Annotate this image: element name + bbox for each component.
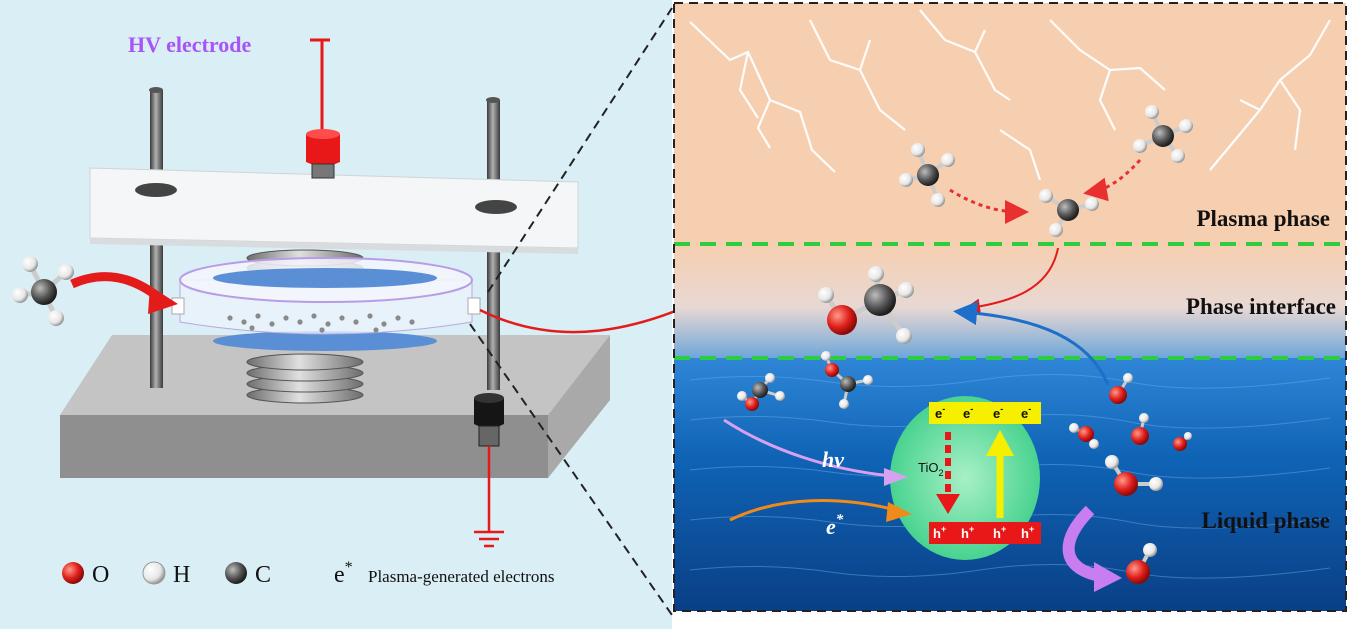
hv-electrode-top [306,129,340,139]
methanol-molecule-interface [818,266,914,344]
methane-molecule-plasma-right [1133,105,1193,163]
hydroxyl-to-interface-arrow [953,301,1110,386]
legend-carbon-icon [225,562,247,584]
vb-hole-1: h+ [933,524,946,541]
washer-left [135,183,177,197]
hydroxyl-molecule-3 [1173,432,1192,451]
base-plate-side [548,335,610,478]
cb-electron-1: e- [935,404,945,421]
electron-relaxation-arrow [936,432,960,514]
lower-electrode-plate [213,331,437,351]
cb-electron-2: e- [963,404,973,421]
ground-electrode-nut [478,425,500,447]
top-plate-edge [90,238,578,254]
valence-band [929,522,1041,544]
gas-inflow-arrowhead [148,286,178,314]
ground-electrode-top [474,393,504,403]
conduction-band [929,402,1041,424]
rod-right-top [486,97,500,103]
zoom-panel: e- e- e- e- h+ h+ h+ h+ TiO2 hv e* Plasm… [673,2,1347,612]
lower-coil-stack [246,353,364,404]
vb-hole-2: h+ [961,524,974,541]
vb-hole-4: h+ [1021,524,1034,541]
atom-legend: O H C e* Plasma-generated electrons [62,559,554,588]
legend-electron-label: Plasma-generated electrons [368,567,554,586]
plasma-discharges [689,9,1331,181]
cb-electron-3: e- [993,404,1003,421]
liquid-phase-label: Liquid phase [1202,508,1331,533]
radical-arrow-right [1083,159,1142,202]
legend-carbon-label: C [255,562,271,588]
water-molecule-1 [1069,423,1099,449]
vb-hole-3: h+ [993,524,1006,541]
hydroxyl-molecule-2 [1131,413,1149,445]
oxidation-arrowhead [1094,562,1122,592]
methanol-molecule-liquid-left [737,373,785,411]
catalyst-beads [227,313,415,333]
zoom-panel-border [673,2,1347,612]
photon-arrow [723,418,893,478]
phase-interface-label: Phase interface [1186,294,1336,319]
zoom-line-top [487,7,673,293]
ground-symbol [474,530,504,548]
methane-molecule-inlet [12,256,74,326]
methane-molecule-plasma-left [899,143,955,207]
phase-interface-region [674,245,1346,358]
gas-inlet [171,297,185,315]
oxidation-arrow [1062,505,1102,582]
electron-arrow [729,499,897,522]
radical-to-interface-arrow [964,247,1059,315]
hv-electrode-cap [306,134,340,166]
electron-excitation-arrow [986,430,1014,518]
legend-oxygen-label: O [92,562,109,588]
tio2-label: TiO2 [918,460,943,478]
electron-arrowhead [886,502,912,522]
hv-electrode-label: HV electrode [128,32,251,57]
photon-label: hv [822,447,844,472]
ground-electrode-cap [474,398,504,428]
legend-oxygen-icon [62,562,84,584]
legend-hydrogen-label: H [173,562,190,588]
hydroxyl-molecule-product [1126,543,1157,584]
base-plate-front [60,415,548,478]
washer-right [475,200,517,214]
photon-arrowhead [884,468,908,486]
rod-left-top [149,87,163,93]
water-molecule-2 [1105,455,1163,496]
electron-label: e* [826,512,844,539]
hydroxyl-molecule-1 [1109,373,1133,404]
methanol-molecule-liquid-center [821,351,873,409]
hv-electrode-nut [311,163,335,179]
upper-electrode-plate [213,268,437,288]
cb-electron-4: e- [1021,404,1031,421]
legend-electron-symbol: e* [334,559,353,588]
legend-hydrogen-icon [142,561,166,585]
radical-arrow-left [949,188,1029,224]
plasma-phase-label: Plasma phase [1196,206,1330,231]
gas-outlet [467,297,481,315]
